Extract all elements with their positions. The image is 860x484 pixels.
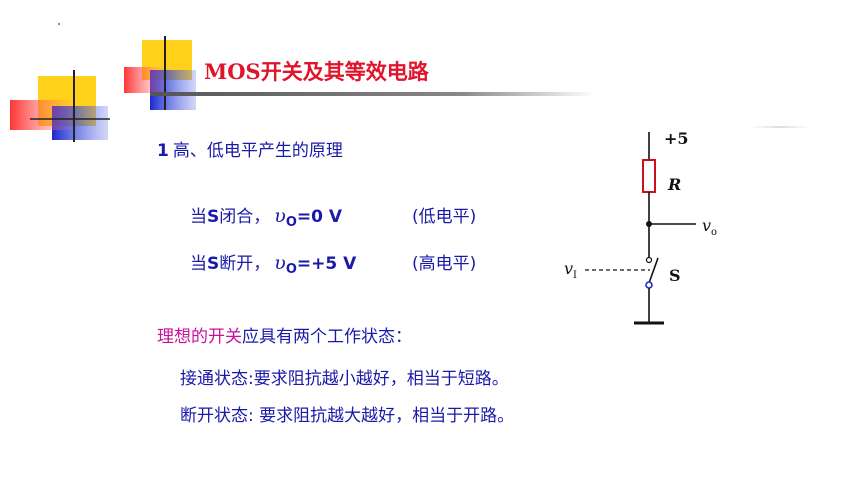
input-label: vI [564, 259, 577, 281]
title-underline [150, 92, 595, 96]
state-action: 断开， [219, 254, 271, 274]
state-prefix: 当 [190, 207, 207, 227]
slide-title: MOS开关及其等效电路 [204, 59, 429, 84]
resistor-symbol [642, 159, 656, 193]
state-prefix: 当 [190, 254, 207, 274]
voltage-subscript: O [285, 262, 297, 277]
ideal-switch-line: 理想的开关应具有两个工作状态： [157, 322, 412, 347]
state-switch: S [207, 254, 220, 274]
state-switch: S [207, 207, 220, 227]
output-label: vo [702, 216, 717, 238]
resistor-label: R [668, 175, 682, 194]
condition-on: 接通状态:要求阻抗越小越好，相当于短路。 [180, 369, 509, 389]
state-open-note: (高电平) [412, 254, 477, 274]
ideal-highlight: 理想的开关 [157, 327, 242, 347]
voltage-symbol: υ [274, 205, 286, 227]
section-text: 高、低电平产生的原理 [172, 141, 343, 161]
switch-blade [648, 257, 659, 284]
state-value: =+5 V [296, 254, 357, 274]
voltage-symbol: υ [274, 252, 286, 274]
condition-off: 断开状态: 要求阻抗越大越好，相当于开路。 [180, 406, 515, 426]
supply-label: +5 [664, 129, 689, 148]
circuit-schematic [585, 132, 696, 325]
decorative-line [750, 126, 810, 128]
input-subscript: I [573, 270, 577, 282]
switch-label: S [669, 266, 681, 285]
output-symbol: v [702, 216, 712, 235]
decorative-squares [10, 36, 196, 142]
state-closed: 当S闭合，υO=0 V [190, 202, 343, 230]
state-closed-note: (低电平) [412, 207, 477, 227]
state-open: 当S断开，υO=+5 V [190, 249, 357, 277]
input-symbol: v [564, 259, 574, 278]
circuit-diagram: +5 R vo vI S [550, 120, 740, 335]
output-subscript: o [711, 227, 718, 239]
voltage-subscript: O [285, 215, 297, 230]
decorative-dot [58, 23, 60, 25]
ideal-rest: 应具有两个工作状态： [242, 327, 412, 347]
state-action: 闭合， [219, 207, 271, 227]
state-value: =0 V [296, 207, 343, 227]
section-number: 1 [157, 141, 169, 161]
